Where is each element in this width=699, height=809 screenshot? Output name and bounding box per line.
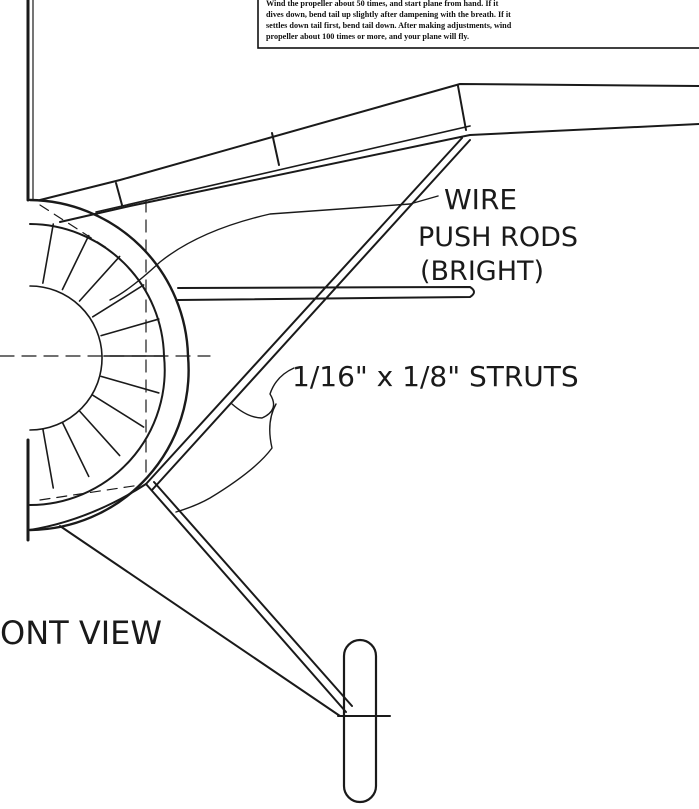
view-label: ONT VIEW (0, 614, 162, 652)
cylinder-fin (91, 284, 145, 318)
propeller-blade (26, 0, 34, 542)
instructions-line-2: dives down, bend tail up slightly after … (266, 10, 511, 19)
wire-label: WIRE (444, 183, 517, 216)
landing-wheel (337, 638, 391, 804)
cylinder-fin (42, 428, 55, 489)
cylinder-fin (78, 410, 121, 457)
instructions-box: Wind the propeller about 50 times, and s… (257, 0, 699, 49)
cylinder-fin (100, 318, 160, 337)
wing-struts (145, 137, 471, 713)
instructions-line-3: settles down tail first, bend tail down.… (266, 21, 512, 30)
wing (39, 83, 699, 223)
instructions-line-4: propeller about 100 times or more, and y… (266, 32, 469, 41)
cylinder-fin (91, 394, 145, 428)
fuselage (29, 483, 341, 717)
cylinder-fin (78, 255, 121, 302)
struts-label: 1/16" x 1/8" STRUTS (292, 360, 579, 393)
cylinder-fin (42, 223, 55, 284)
engine-cowling (0, 198, 211, 532)
bright-label: (BRIGHT) (420, 256, 544, 287)
stabilizer (177, 286, 475, 301)
instructions-line-1: Wind the propeller about 50 times, and s… (266, 0, 499, 8)
push-rods-label: PUSH RODS (418, 222, 578, 253)
cylinder-fin (100, 375, 160, 394)
leader-lines (109, 195, 439, 513)
cylinder-fin (61, 421, 90, 478)
cylinder-fin (61, 234, 90, 291)
